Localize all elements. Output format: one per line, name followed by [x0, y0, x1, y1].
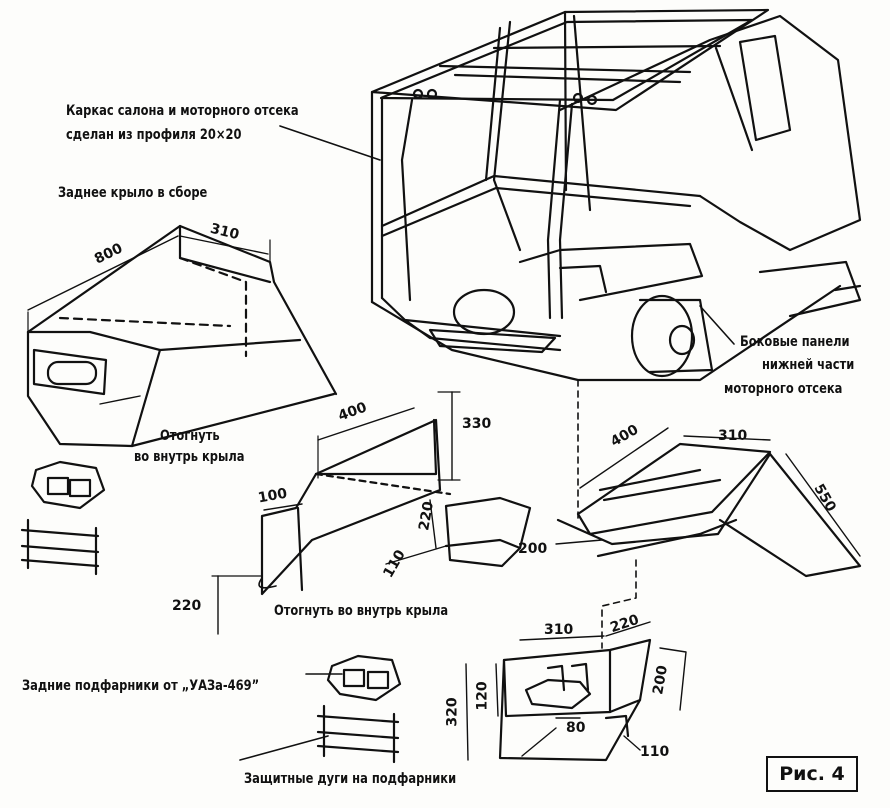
- label-frame-line2: сделан из профиля 20×20: [66, 127, 242, 143]
- label-frame-line1: Каркас салона и моторного отсека: [66, 103, 299, 119]
- dim-200-floor: 200: [518, 541, 548, 557]
- dim-120: 120: [474, 681, 491, 711]
- dim-220-left: 220: [172, 598, 202, 614]
- lamp-housing-bracket: [465, 621, 687, 762]
- dim-80: 80: [566, 720, 586, 736]
- fender-side-panel: [211, 391, 461, 635]
- small-lamp-and-guard: [20, 460, 106, 576]
- label-rear-lamps: Задние подфарники от „УАЗа-469”: [22, 678, 260, 694]
- label-guard-arcs: Защитные дуги на подфарники: [244, 771, 457, 787]
- small-bracket: [385, 496, 532, 568]
- rear-lamp-and-guard: [316, 654, 402, 764]
- label-side-panels-line3: моторного отсека: [724, 381, 843, 397]
- dim-330: 330: [462, 416, 492, 432]
- label-side-panels-line2: нижней части: [762, 357, 855, 373]
- label-fold-in-line1: Отогнуть: [160, 428, 220, 444]
- rear-fender-assembly: [26, 224, 338, 448]
- label-fold-in-line2: во внутрь крыла: [134, 449, 245, 465]
- floor-panel: [555, 427, 862, 578]
- figure-label: Рис. 4: [766, 756, 858, 792]
- dim-320: 320: [444, 697, 461, 727]
- cabin-frame: [370, 8, 862, 382]
- dim-310-floor: 310: [718, 428, 748, 444]
- label-fold-in-2: Отогнуть во внутрь крыла: [274, 603, 449, 619]
- label-side-panels-line1: Боковые панели: [740, 334, 850, 350]
- dim-110-housing: 110: [640, 744, 670, 760]
- dim-310-housing: 310: [544, 622, 574, 638]
- label-rear-fender: Заднее крыло в сборе: [58, 185, 208, 201]
